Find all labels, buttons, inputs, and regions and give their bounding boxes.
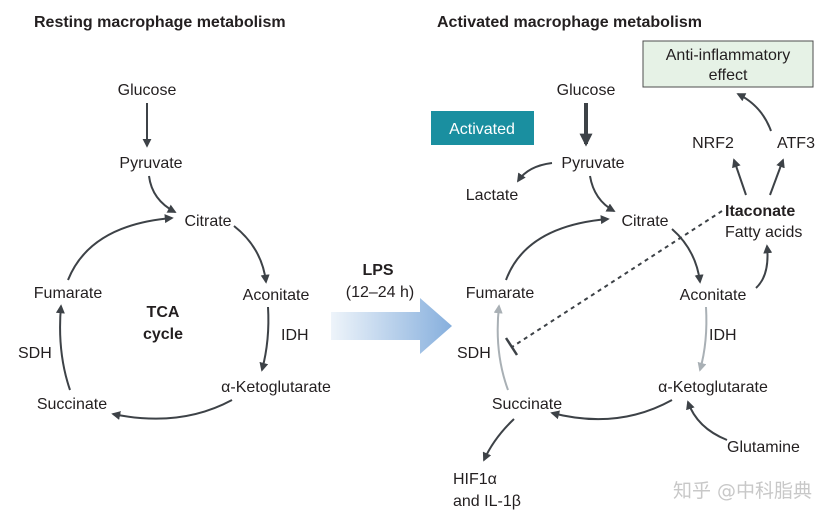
pyruvate-to-lactate-arrow [517, 162, 553, 183]
atf3-to-anti-inflammatory-arrow [736, 93, 772, 132]
left-aconitate-to-akg-arrow [259, 306, 270, 372]
itaconate-to-atf3-arrow [769, 158, 785, 196]
tca-cycle-label-line1: TCA [147, 304, 180, 321]
left-fumarate-to-citrate-arrow [67, 214, 174, 281]
glutamine-to-akg-arrow [686, 400, 728, 441]
left-fumarate-label: Fumarate [34, 285, 103, 302]
tca-cycle-label-line2: cycle [143, 326, 183, 343]
left-citrate-label: Citrate [184, 213, 231, 230]
anti-inflammatory-label-line2: effect [709, 67, 748, 84]
right-akg-to-succinate-arrow [550, 399, 673, 421]
right-sdh-label: SDH [457, 345, 491, 362]
succinate-to-hif-arrow [482, 418, 515, 462]
right-pyruvate-label: Pyruvate [561, 155, 624, 172]
right-succinate-to-fumarate-arrow [493, 304, 509, 391]
left-idh-label: IDH [281, 327, 309, 344]
lps-duration-label: (12–24 h) [346, 284, 415, 301]
anti-inflammatory-label-line1: Anti-inflammatory [666, 47, 790, 64]
nrf2-label: NRF2 [692, 135, 734, 152]
aconitate-to-itaconate-arrow [755, 244, 773, 289]
glutamine-label: Glutamine [727, 439, 800, 456]
left-panel-title: Resting macrophage metabolism [34, 14, 286, 31]
lactate-label: Lactate [466, 187, 519, 204]
right-citrate-label: Citrate [621, 213, 668, 230]
left-pyruvate-label: Pyruvate [119, 155, 182, 172]
right-panel-title: Activated macrophage metabolism [437, 14, 702, 31]
left-sdh-label: SDH [18, 345, 52, 362]
hif-label-line2: and IL-1β [453, 493, 521, 510]
right-idh-label: IDH [709, 327, 737, 344]
left-succinate-label: Succinate [37, 396, 107, 413]
left-akg-to-succinate-arrow [111, 399, 233, 420]
sdh-inhibition-bar [504, 337, 519, 356]
left-akg-label: α-Ketoglutarate [221, 379, 331, 396]
right-fumarate-to-citrate-arrow [505, 215, 610, 281]
itaconate-inhibits-sdh-line [511, 210, 723, 348]
activated-badge [431, 111, 534, 145]
left-glucose-label: Glucose [118, 82, 177, 99]
left-succinate-to-fumarate-arrow [55, 304, 71, 391]
itaconate-label: Itaconate [725, 203, 795, 220]
watermark-text: 知乎 @中科脂典 [673, 480, 812, 502]
left-aconitate-label: Aconitate [243, 287, 310, 304]
right-pyruvate-to-citrate-arrow [589, 175, 616, 212]
left-pyruvate-to-citrate-arrow [148, 175, 177, 213]
left-citrate-to-aconitate-arrow [233, 225, 270, 284]
right-aconitate-to-akg-arrow [697, 306, 708, 372]
activated-badge-label: Activated [449, 121, 515, 138]
right-aconitate-label: Aconitate [680, 287, 747, 304]
hif-label-line1: HIF1α [453, 471, 497, 488]
anti-inflammatory-box [642, 40, 814, 88]
atf3-label: ATF3 [777, 135, 815, 152]
right-glucose-label: Glucose [557, 82, 616, 99]
right-akg-label: α-Ketoglutarate [658, 379, 768, 396]
right-succinate-label: Succinate [492, 396, 562, 413]
right-citrate-to-aconitate-arrow [671, 228, 704, 284]
itaconate-to-nrf2-arrow [732, 158, 747, 196]
lps-label: LPS [362, 262, 393, 279]
lps-transition-arrow [331, 298, 452, 354]
fatty-acids-label: Fatty acids [725, 224, 802, 241]
right-fumarate-label: Fumarate [466, 285, 535, 302]
